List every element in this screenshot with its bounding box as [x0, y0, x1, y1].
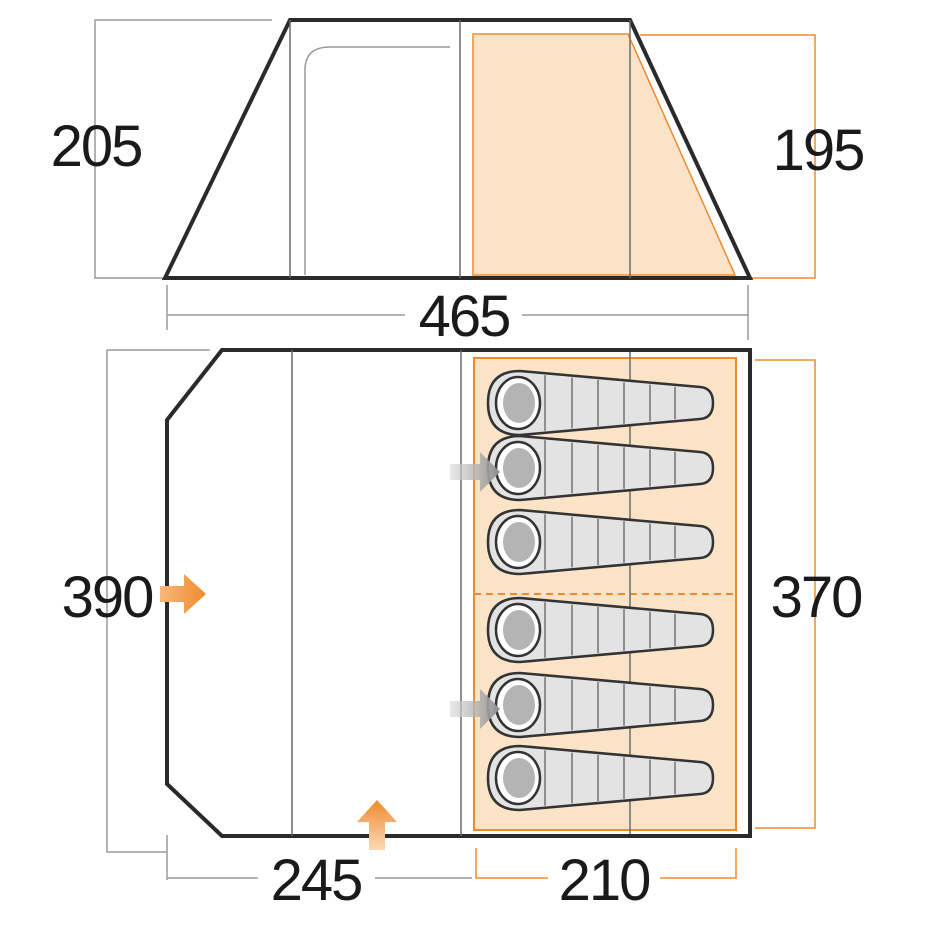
sleeping-bag-icon	[486, 434, 715, 502]
outer-width-label: 390	[62, 565, 153, 630]
bottom-dimensions	[167, 848, 737, 879]
bedroom-entry-arrow-lower	[450, 689, 500, 729]
bedroom-length-label: 210	[559, 848, 650, 913]
sleeping-bag-icon	[486, 671, 715, 739]
height-guide-195	[640, 34, 816, 279]
total-length-dimension	[166, 285, 749, 340]
bedroom-length-guide	[475, 848, 737, 879]
floor-outline	[165, 348, 752, 838]
elevation-bedroom-fill	[472, 33, 737, 276]
bedroom-entry-arrow-upper	[450, 452, 500, 492]
gray-arrow-icon	[450, 452, 500, 492]
elevation-door-outline	[304, 46, 450, 275]
sleeping-bag-icon	[486, 596, 715, 664]
elevation-outline	[161, 18, 754, 280]
outer-height-label: 205	[51, 114, 142, 179]
inner-width-label: 370	[771, 565, 862, 630]
width-guide-370	[755, 359, 816, 829]
front-entrance-arrow	[357, 800, 397, 850]
sleeping-bag-icon	[486, 508, 715, 576]
side-entrance-arrow	[160, 574, 206, 614]
inner-height-label: 195	[773, 118, 864, 183]
orange-arrow-up-icon	[357, 800, 397, 850]
sleeping-bags	[486, 369, 715, 812]
floor-plan	[106, 348, 816, 880]
height-guide-205	[94, 19, 272, 279]
living-length-label: 245	[271, 848, 362, 913]
sleeping-bag-icon	[486, 744, 715, 812]
width-guide-390	[106, 349, 210, 853]
gray-arrow-icon	[450, 689, 500, 729]
sleeping-bag-icon	[486, 369, 715, 437]
total-length-label: 465	[419, 284, 510, 349]
orange-arrow-icon	[160, 574, 206, 614]
side-elevation	[94, 18, 816, 280]
